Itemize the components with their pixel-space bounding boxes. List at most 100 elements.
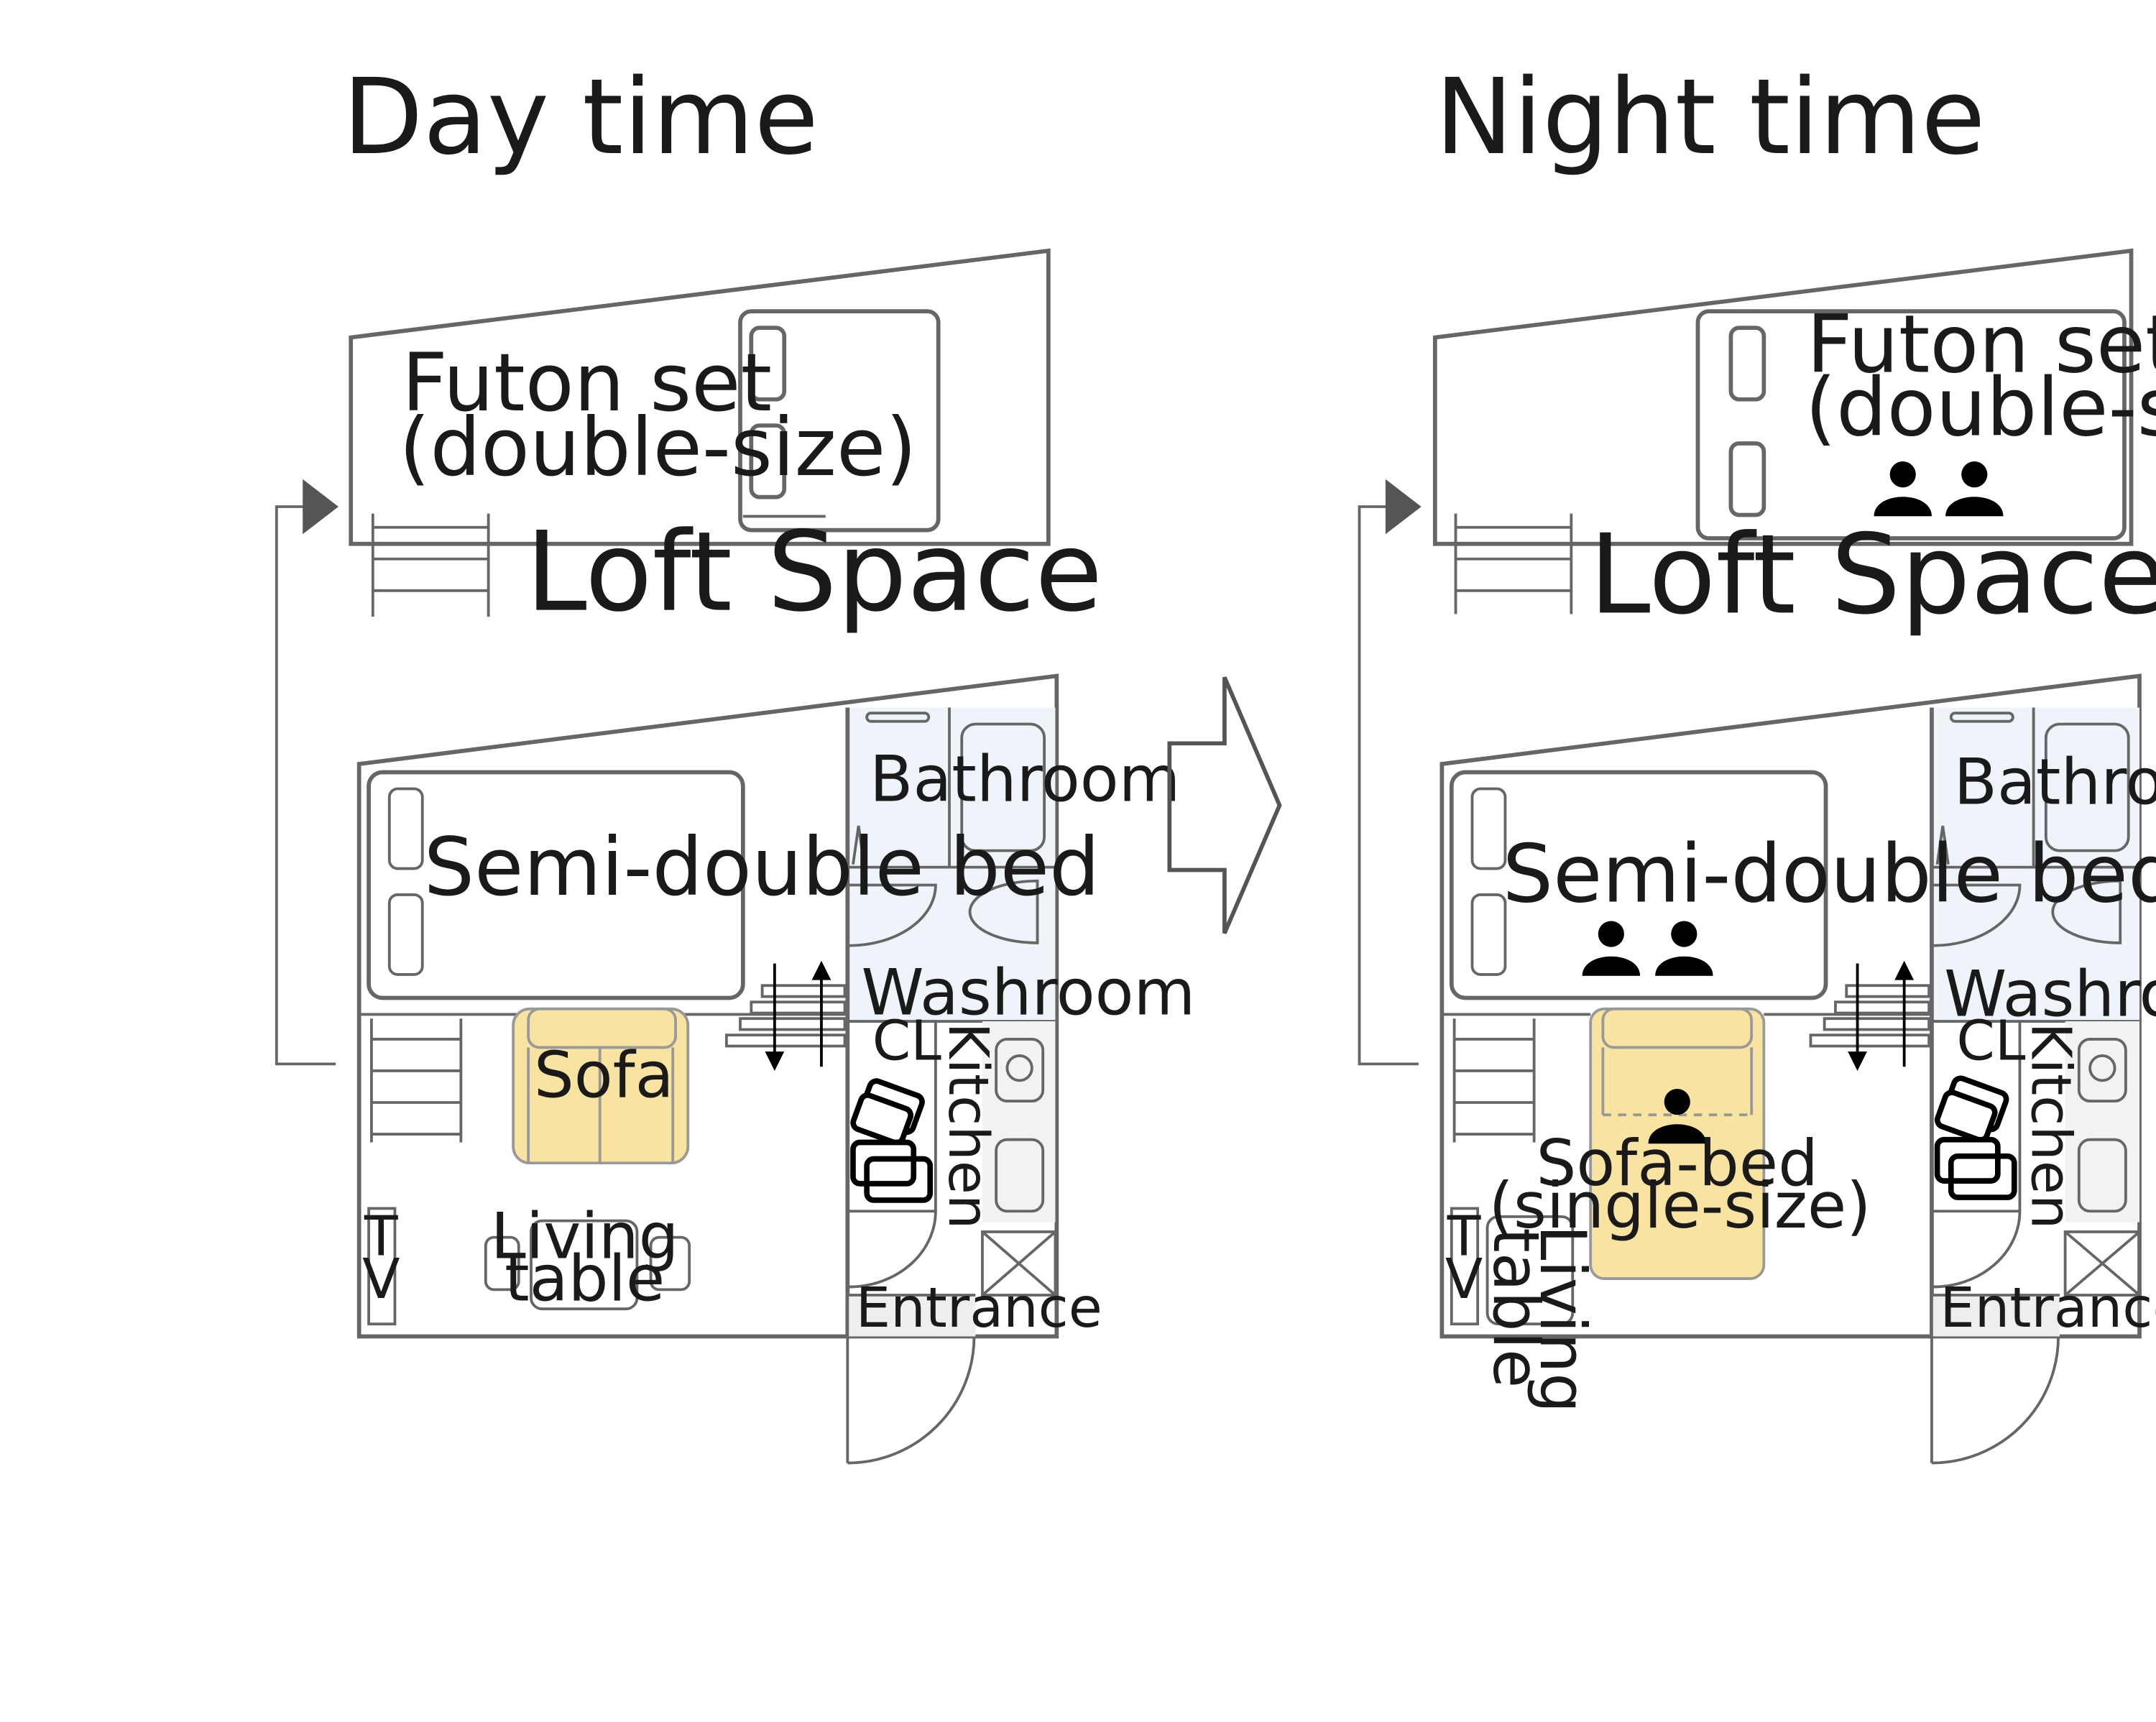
- night-time-title: Night time: [1435, 57, 1986, 178]
- night-closet-label: CL: [1956, 1010, 2025, 1074]
- stairs-icon: [1809, 960, 1931, 1071]
- day-table-label-line1: Living: [491, 1199, 679, 1273]
- kitchen-stove: [995, 1038, 1045, 1102]
- day-bathroom-label: Bathroom: [870, 742, 1180, 816]
- day-panel: [275, 248, 1059, 1465]
- day-futon-label-line2: (double-size): [399, 402, 916, 494]
- night-entrance-label: Entrance: [1940, 1276, 2156, 1340]
- bathroom-area: [1932, 707, 2140, 867]
- kitchen-sink: [2077, 1138, 2127, 1213]
- sofa-bed: [1589, 1007, 1766, 1280]
- night-loft-label: Loft Space: [1589, 511, 2156, 639]
- futon-pillow: [749, 423, 787, 499]
- person-icon: [1582, 921, 1641, 976]
- day-loft-label: Loft Space: [525, 509, 1102, 637]
- day-table-label-line2: table: [505, 1242, 665, 1316]
- day-futon-label-line1: Futon set: [402, 337, 772, 430]
- night-sofa-bed-label-line1: Sofa-bed: [1537, 1126, 1818, 1200]
- night-table-label-line2: table: [1479, 1228, 1553, 1388]
- toilet: [968, 879, 1039, 944]
- day-tv-label-line2: V: [362, 1248, 400, 1312]
- day-loft: [275, 248, 1051, 1066]
- day-tv-label-line1: T: [364, 1205, 398, 1269]
- entrance-door: [1931, 1336, 2060, 1465]
- futon: [738, 309, 941, 533]
- night-loft: [1358, 248, 2134, 1066]
- semi-double-bed: [367, 770, 745, 1000]
- night-main-floor: [1439, 673, 2142, 1465]
- cushion: [484, 1235, 520, 1292]
- night-futon-label-line2: (double-size): [1805, 362, 2156, 454]
- night-futon-label-line1: Futon set: [1807, 298, 2156, 391]
- semi-double-bed: [1449, 770, 1828, 1000]
- washroom-area: [849, 867, 1056, 1022]
- bed-pillow: [387, 787, 424, 870]
- night-table-label-line1: Living: [1526, 1225, 1600, 1413]
- right-arrow-icon: [1167, 676, 1282, 934]
- loft-access-line: [1358, 505, 1419, 1066]
- closet-door: [849, 1210, 937, 1289]
- person-icon: [1945, 461, 2004, 517]
- night-tv-label-line2: V: [1445, 1248, 1483, 1312]
- loft-ladder: [1454, 513, 1573, 614]
- closet-door: [1932, 1210, 2022, 1289]
- bed-pillow: [387, 893, 424, 976]
- loft-ladder: [371, 513, 490, 617]
- futon-pillow: [749, 326, 787, 402]
- stairs-icon: [724, 960, 847, 1071]
- kitchen-stove: [2077, 1038, 2127, 1102]
- tv: [367, 1207, 397, 1326]
- fridge: [981, 1230, 1057, 1297]
- loft-access-line: [275, 505, 336, 1066]
- washroom-door: [1932, 883, 2022, 947]
- room-outline: [356, 673, 1059, 1339]
- entrance-door: [847, 1336, 976, 1465]
- loft-outline: [349, 248, 1051, 546]
- towel-icon: [850, 1139, 934, 1203]
- bed-pillow: [1470, 893, 1507, 976]
- day-entrance-label: Entrance: [856, 1276, 1102, 1340]
- day-bed-label: Semi-double bed: [424, 821, 1100, 914]
- bathroom-area: [849, 707, 1056, 867]
- day-sofa-label: Sofa: [534, 1038, 674, 1112]
- entrance-area: [849, 1295, 976, 1337]
- night-bed-label: Semi-double bed: [1503, 828, 2156, 921]
- living-table: [1485, 1215, 1575, 1326]
- living-table: [530, 1219, 639, 1311]
- toilet: [2051, 879, 2122, 944]
- sofa: [512, 1007, 690, 1165]
- day-washroom-label: Washroom: [861, 955, 1195, 1029]
- kitchen-sink: [995, 1138, 1045, 1213]
- tv: [1450, 1207, 1480, 1326]
- bathtub: [960, 722, 1046, 852]
- room-outline: [1439, 673, 2142, 1339]
- day-closet-label: CL: [872, 1010, 941, 1074]
- night-tv-label-line1: T: [1447, 1205, 1481, 1269]
- day-time-title: Day time: [343, 57, 819, 178]
- towel-icon: [1934, 1136, 2017, 1200]
- night-panel: [1358, 248, 2142, 1465]
- interior-ladder: [369, 1018, 463, 1143]
- pillow-icon: [1934, 1075, 2009, 1143]
- person-icon: [1874, 461, 1932, 517]
- night-bathroom-label: Bathroom: [1954, 745, 2156, 819]
- loft-access-arrow-icon: [1385, 479, 1422, 535]
- bathtub: [2044, 722, 2130, 852]
- loft-access-arrow-icon: [303, 479, 338, 535]
- washroom-area: [1932, 867, 2140, 1022]
- loft-outline: [1432, 248, 2134, 546]
- day-kitchen-label: Kitchen: [936, 1023, 1000, 1230]
- washroom-door: [849, 883, 937, 947]
- night-kitchen-label: Kitchen: [2019, 1023, 2083, 1230]
- futon-pillow: [1728, 326, 1766, 402]
- cushion: [649, 1235, 691, 1292]
- pillow-icon: [850, 1078, 925, 1146]
- day-main-floor: [356, 673, 1059, 1465]
- futon: [1695, 309, 2127, 540]
- interior-ladder: [1452, 1018, 1536, 1143]
- night-washroom-label: Washroom: [1944, 957, 2156, 1031]
- fridge: [2063, 1230, 2141, 1297]
- entrance-area: [1932, 1295, 2060, 1337]
- night-sofa-bed-label-line2: (single-size): [1489, 1169, 1871, 1243]
